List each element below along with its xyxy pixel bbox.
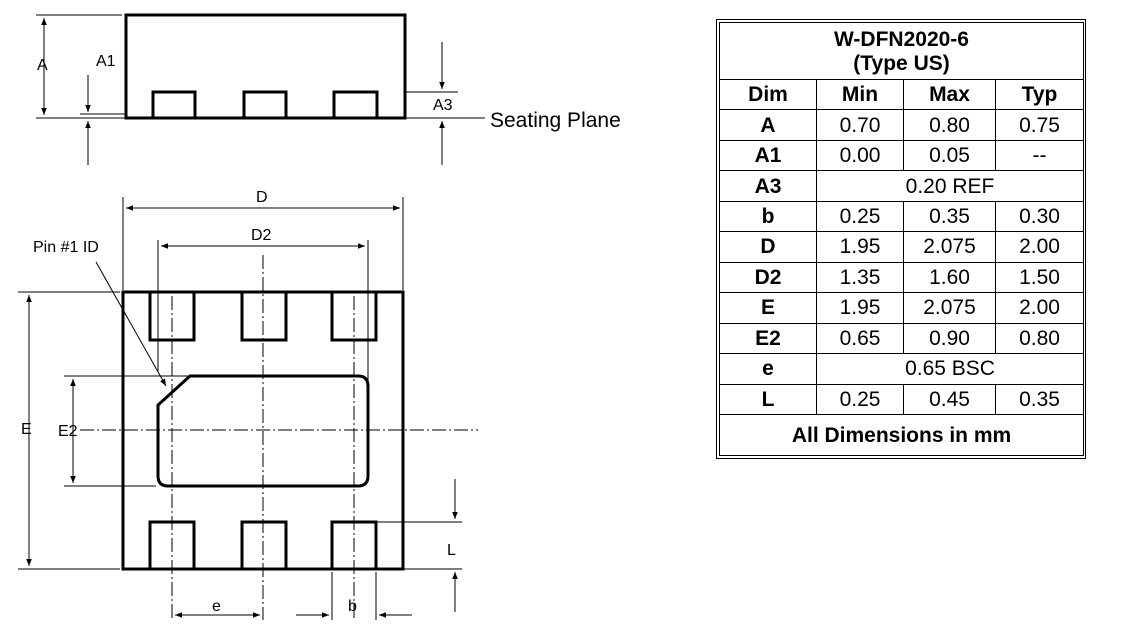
dim-L-label: L	[447, 542, 456, 559]
table-row: E2 0.65 0.90 0.80	[719, 322, 1085, 355]
row-typ: 0.35	[994, 383, 1085, 416]
row-span-value: 0.20 REF	[815, 170, 1085, 202]
row-min: 1.95	[816, 231, 904, 263]
header-dim: Dim	[719, 78, 817, 111]
pad-bottom-2	[240, 520, 288, 571]
table-row: E 1.95 2.075 2.00	[719, 292, 1085, 324]
side-view: A A1 A3 Seating Plane	[36, 13, 621, 165]
header-max: Max	[903, 78, 996, 111]
dim-e-label: e	[212, 598, 221, 615]
dim-D2-label: D2	[251, 227, 272, 244]
dim-b-label: b	[348, 598, 357, 615]
dim-E-label: E	[21, 421, 32, 438]
header-typ: Typ	[994, 78, 1085, 111]
row-max: 2.075	[903, 231, 996, 263]
seating-plane-label: Seating Plane	[490, 109, 621, 132]
row-typ: 0.30	[994, 200, 1085, 233]
row-min: 0.25	[816, 383, 904, 416]
row-max: 0.35	[903, 200, 996, 233]
row-dim: b	[719, 200, 817, 233]
table-row: D2 1.35 1.60 1.50	[719, 261, 1085, 294]
table-row: e 0.65 BSC	[719, 353, 1085, 385]
side-pad-1	[151, 90, 197, 120]
row-min: 0.65	[816, 322, 904, 355]
table-row: b 0.25 0.35 0.30	[719, 200, 1085, 233]
row-dim: A	[719, 109, 817, 141]
row-span-value: 0.65 BSC	[815, 353, 1085, 385]
row-typ: 1.50	[994, 261, 1085, 294]
row-max: 0.05	[903, 139, 996, 172]
row-min: 0.25	[816, 200, 904, 233]
table-title-line2: (Type US)	[853, 51, 950, 75]
row-max: 2.075	[903, 292, 996, 324]
table-row: A1 0.00 0.05 --	[719, 139, 1085, 172]
pin1-leader	[95, 261, 167, 387]
row-min: 0.00	[816, 139, 904, 172]
dim-E2-label: E2	[58, 423, 78, 440]
table-title-line1: W-DFN2020-6	[834, 27, 969, 51]
row-dim: e	[719, 353, 817, 385]
row-max: 0.90	[903, 322, 996, 355]
table-footer: All Dimensions in mm	[718, 414, 1085, 456]
row-dim: D2	[719, 261, 817, 294]
dim-A1-label: A1	[96, 53, 116, 70]
row-typ: 0.75	[994, 109, 1085, 141]
row-dim: E	[719, 292, 817, 324]
row-dim: A3	[719, 170, 817, 202]
dim-A-label: A	[37, 57, 48, 74]
row-dim: D	[719, 231, 817, 263]
row-dim: E2	[719, 322, 817, 355]
row-typ: 2.00	[994, 231, 1085, 263]
row-typ: --	[994, 139, 1085, 172]
table-header-row: Dim Min Max Typ	[719, 78, 1085, 111]
row-min: 0.70	[816, 109, 904, 141]
row-typ: 0.80	[994, 322, 1085, 355]
dim-A3-label: A3	[433, 97, 453, 114]
row-max: 0.80	[903, 109, 996, 141]
table-row: D 1.95 2.075 2.00	[719, 231, 1085, 263]
dim-D-label: D	[256, 189, 268, 206]
row-max: 1.60	[903, 261, 996, 294]
row-typ: 2.00	[994, 292, 1085, 324]
row-min: 1.95	[816, 292, 904, 324]
table-title: W-DFN2020-6 (Type US)	[718, 22, 1085, 80]
table-row: A3 0.20 REF	[719, 170, 1085, 202]
pin1-id-label: Pin #1 ID	[33, 239, 99, 256]
header-min: Min	[816, 78, 904, 111]
table-row: L 0.25 0.45 0.35	[719, 383, 1085, 416]
pad-top-2	[240, 290, 288, 342]
row-max: 0.45	[903, 383, 996, 416]
table-row: A 0.70 0.80 0.75	[719, 109, 1085, 141]
row-dim: A1	[719, 139, 817, 172]
row-dim: L	[719, 383, 817, 416]
side-pad-2	[242, 90, 288, 120]
side-pad-3	[332, 90, 379, 120]
dimension-table: W-DFN2020-6 (Type US) Dim Min Max Typ A …	[716, 19, 1086, 459]
bottom-view: D D2 Pin #1 ID E E2 L e b	[18, 189, 478, 620]
row-min: 1.35	[816, 261, 904, 294]
